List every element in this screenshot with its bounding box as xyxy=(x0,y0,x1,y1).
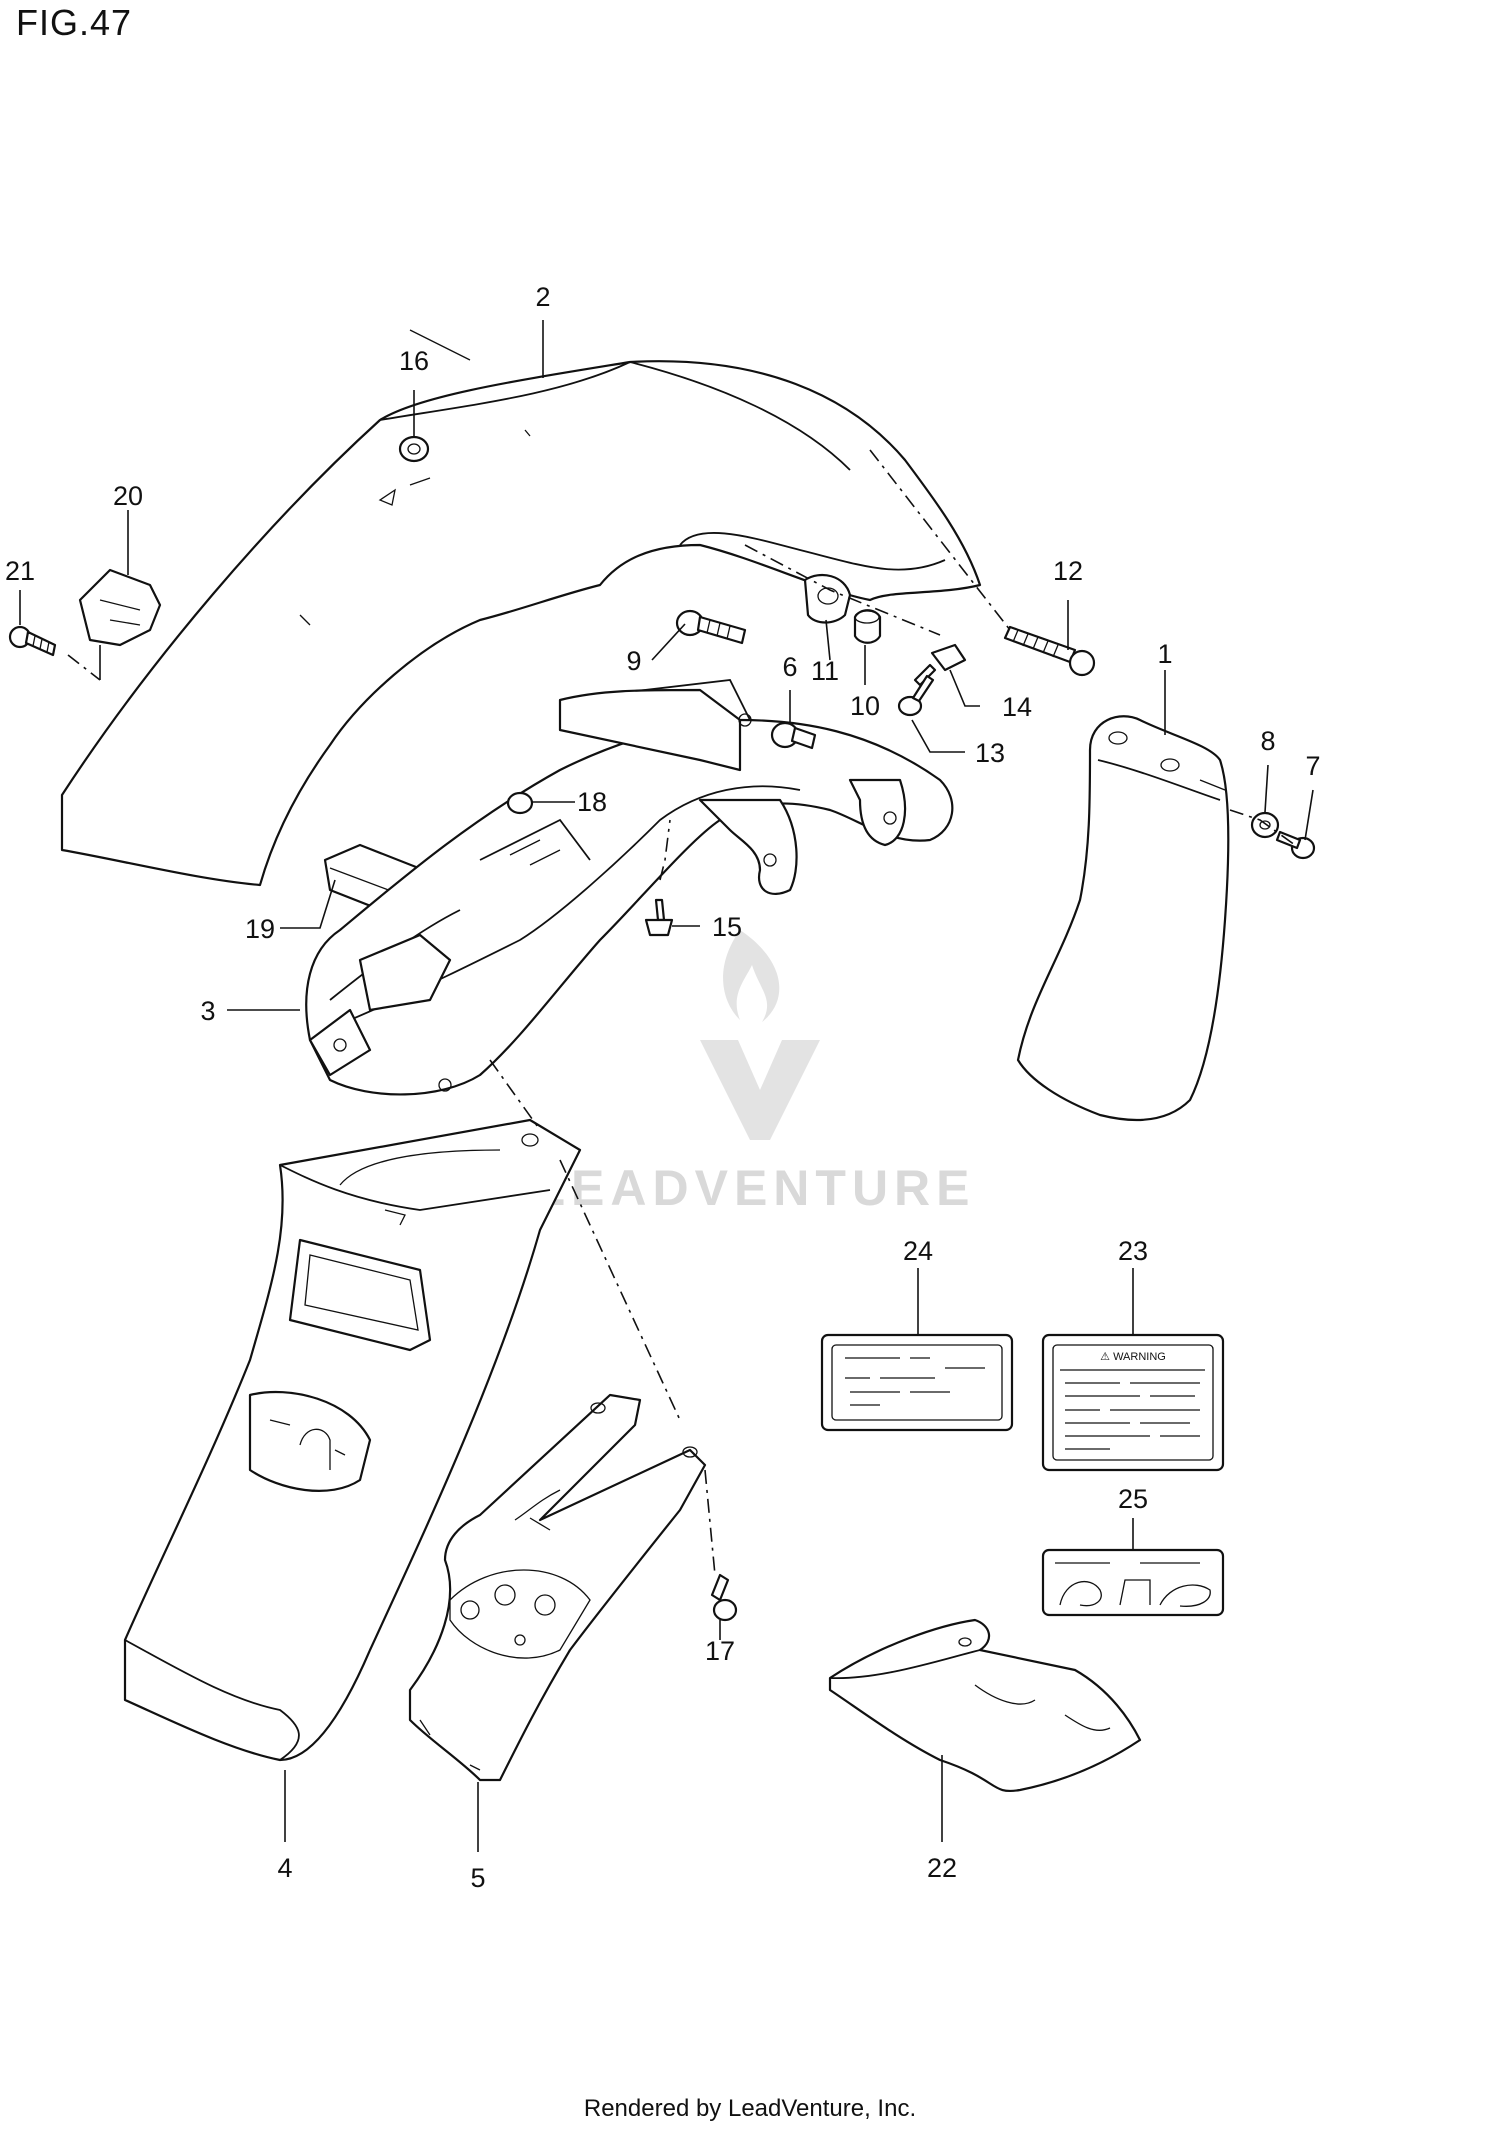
warning-label-heading: ⚠ WARNING xyxy=(1100,1351,1166,1363)
callout-24: 24 xyxy=(903,1236,933,1266)
callout-2: 2 xyxy=(535,282,550,312)
callout-6: 6 xyxy=(782,652,797,682)
callout-14: 14 xyxy=(1002,692,1032,722)
bolt-6 xyxy=(770,721,817,750)
callout-1: 1 xyxy=(1157,639,1172,669)
bolt-12 xyxy=(1003,625,1096,677)
rear-fender-lower xyxy=(123,1118,582,1762)
v-logo-icon xyxy=(700,1040,820,1140)
bolt-21 xyxy=(8,625,57,657)
screw-17 xyxy=(710,1573,738,1622)
screw-13 xyxy=(897,663,937,717)
flame-logo-icon xyxy=(723,930,780,1022)
callout-15: 15 xyxy=(712,912,742,942)
callout-12: 12 xyxy=(1053,556,1083,586)
callout-23: 23 xyxy=(1118,1236,1148,1266)
callout-7: 7 xyxy=(1305,751,1320,781)
callout-18: 18 xyxy=(577,787,607,817)
callout-5: 5 xyxy=(470,1863,485,1893)
clip-14 xyxy=(930,643,967,672)
grommet-16 xyxy=(398,435,430,463)
callout-19: 19 xyxy=(245,914,275,944)
callout-11: 11 xyxy=(811,656,839,686)
callout-9: 9 xyxy=(626,646,641,676)
callout-22: 22 xyxy=(927,1853,957,1883)
callout-10: 10 xyxy=(850,691,880,721)
grommet-18 xyxy=(506,791,534,815)
bolt-9 xyxy=(675,609,747,645)
callout-13: 13 xyxy=(975,738,1005,768)
mud-flap xyxy=(1016,715,1230,1122)
caution-label-24 xyxy=(820,1333,1014,1432)
warning-label-23: ⚠ WARNING xyxy=(1041,1333,1225,1472)
license-plate-bracket xyxy=(408,1393,707,1782)
callout-20: 20 xyxy=(113,481,143,511)
figure-title: FIG.47 xyxy=(16,2,133,43)
callout-3: 3 xyxy=(200,996,215,1026)
assembly-dash-lines xyxy=(67,449,1296,1576)
collar-10 xyxy=(853,609,882,644)
callout-8: 8 xyxy=(1260,726,1275,756)
rubber-mount-11 xyxy=(803,573,852,624)
callout-leaders xyxy=(19,320,1314,1852)
rear-frame-carrier xyxy=(305,679,954,1096)
callout-25: 25 xyxy=(1118,1484,1148,1514)
screw-15 xyxy=(644,898,674,937)
tool-pouch-22 xyxy=(828,1618,1142,1792)
footer-credit: Rendered by LeadVenture, Inc. xyxy=(583,2095,917,2122)
callout-4: 4 xyxy=(277,1853,292,1883)
leadventure-watermark: LEADVENTURE xyxy=(534,930,975,1216)
callout-17: 17 xyxy=(705,1636,735,1666)
pictogram-label-25 xyxy=(1041,1548,1225,1617)
callout-21: 21 xyxy=(5,556,35,586)
callout-16: 16 xyxy=(399,346,429,376)
bracket-20 xyxy=(78,568,162,680)
callout-labels: 1 2 3 4 5 6 7 8 9 10 11 12 13 14 15 16 1… xyxy=(5,282,1321,1893)
watermark-text: LEADVENTURE xyxy=(534,1160,975,1216)
nut-8 xyxy=(1250,811,1280,839)
